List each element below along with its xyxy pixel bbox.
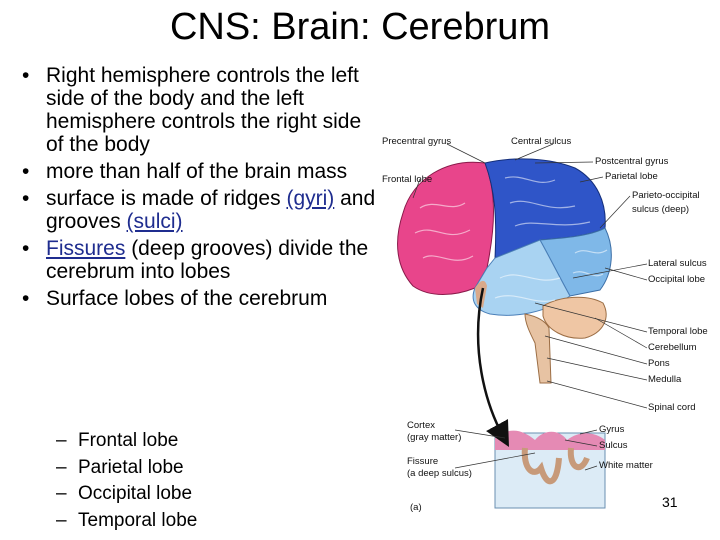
brain-diagram: Precentral gyrus Central sulcus Postcent… xyxy=(382,136,708,513)
frontal-lobe-shape xyxy=(397,161,494,295)
cortex-gray-matter xyxy=(495,430,605,450)
label-sulcus: Sulcus xyxy=(599,440,628,451)
bullet-fissures: Fissures (deep grooves) divide the cereb… xyxy=(22,237,382,283)
lobe-item: –Frontal lobe xyxy=(56,428,197,455)
fissures-link[interactable]: Fissures xyxy=(46,237,126,260)
label-postcentral-gyrus: Postcentral gyrus xyxy=(595,156,669,167)
bullet-surface-lobes: Surface lobes of the cerebrum xyxy=(22,287,382,310)
label-medulla: Medulla xyxy=(648,374,682,385)
slide-title: CNS: Brain: Cerebrum xyxy=(169,6,551,48)
lobe-item: –Occipital lobe xyxy=(56,481,197,508)
label-white-matter: White matter xyxy=(599,460,653,471)
leader-lines xyxy=(412,143,648,471)
lobe-temporal: Temporal lobe xyxy=(78,509,198,531)
cortex-folds xyxy=(521,447,590,485)
lobe-frontal: Frontal lobe xyxy=(78,430,179,451)
dash-mark: – xyxy=(56,509,67,531)
gyri-link[interactable]: (gyri) xyxy=(286,187,335,210)
cerebellum-shape xyxy=(542,296,607,339)
label-fissure-1: Fissure xyxy=(407,456,438,467)
bullet-hemisphere-control: Right hemisphere controls the left side … xyxy=(22,64,382,156)
label-temporal-lobe: Temporal lobe xyxy=(648,326,708,337)
label-precentral-gyrus: Precentral gyrus xyxy=(382,136,451,147)
lobe-list: –Frontal lobe –Parietal lobe –Occipital … xyxy=(56,428,197,534)
label-gyrus: Gyrus xyxy=(599,424,625,435)
surface-text-1: surface is made of ridges xyxy=(46,187,287,210)
lobe-parietal: Parietal lobe xyxy=(78,456,184,478)
lobe-item: –Parietal lobe xyxy=(56,455,197,482)
surface-text-2: and grooves xyxy=(46,187,376,233)
label-cortex-2: (gray matter) xyxy=(407,432,461,443)
magnify-arrow xyxy=(476,287,509,447)
lobe-item: –Temporal lobe xyxy=(56,508,197,535)
label-panel-a: (a) xyxy=(410,502,422,513)
label-parieto-occipital-2: sulcus (deep) xyxy=(632,204,689,215)
brainstem-shape xyxy=(524,313,552,384)
lobe-occipital: Occipital lobe xyxy=(78,483,193,504)
slide-number: 31 xyxy=(662,494,678,510)
label-cerebellum: Cerebellum xyxy=(648,342,697,353)
bullet-brain-mass: more than half of the brain mass xyxy=(22,160,382,183)
label-occipital-lobe: Occipital lobe xyxy=(648,274,705,285)
sulci-link[interactable]: (sulci) xyxy=(126,210,183,233)
gyri-texture xyxy=(414,176,608,302)
label-frontal-lobe: Frontal lobe xyxy=(382,174,432,185)
bullet-surface: surface is made of ridges (gyri) and gro… xyxy=(22,187,382,233)
bullet-list: Right hemisphere controls the left side … xyxy=(22,64,382,314)
label-parietal-lobe: Parietal lobe xyxy=(605,171,658,182)
temporal-lobe-shape xyxy=(472,239,571,316)
label-cortex-1: Cortex xyxy=(407,420,435,431)
label-fissure-2: (a deep sulcus) xyxy=(407,468,472,479)
dash-mark: – xyxy=(56,483,67,504)
dash-mark: – xyxy=(56,430,67,451)
dash-mark: – xyxy=(56,456,67,478)
label-parieto-occipital-1: Parieto-occipital xyxy=(632,190,700,201)
label-pons: Pons xyxy=(648,358,670,369)
fissures-text: (deep grooves) divide the cerebrum into … xyxy=(46,237,369,283)
label-lateral-sulcus: Lateral sulcus xyxy=(648,258,707,269)
label-spinal-cord: Spinal cord xyxy=(648,402,696,413)
label-central-sulcus: Central sulcus xyxy=(511,136,571,147)
